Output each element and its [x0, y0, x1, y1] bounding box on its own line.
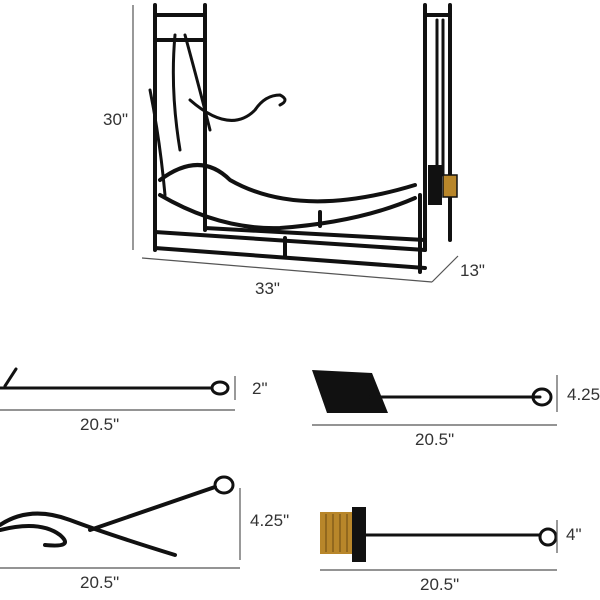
poker-length-label: 20.5": [80, 415, 119, 434]
rack-hanging-tools-left: [148, 33, 212, 197]
rack-hanging-tools-right: [428, 18, 458, 205]
shovel-height-label: 4.25": [567, 385, 600, 404]
rack-cradle: [158, 163, 417, 231]
rack-height-dimension: 30": [103, 5, 134, 250]
rack-height-label: 30": [103, 110, 128, 129]
tongs-tool: 4.25" 20.5": [0, 475, 289, 592]
rack-scroll-hook: [188, 93, 287, 122]
rack-depth-label: 13": [460, 261, 485, 280]
rack-width-dimension: 33": [141, 257, 433, 298]
shovel-tool: 4.25" 20.5": [312, 370, 600, 449]
brush-head: [352, 507, 366, 562]
poker-height-label: 2": [252, 379, 268, 398]
tongs-length-label: 20.5": [80, 573, 119, 592]
brush-length-label: 20.5": [420, 575, 459, 594]
rack-depth-dimension: 13": [431, 255, 485, 283]
shovel-blade: [312, 370, 388, 413]
brush-height-label: 4": [566, 525, 582, 544]
rack-base-frame: [153, 193, 427, 274]
poker-tool: 2" 20.5": [0, 367, 268, 434]
brush-tool: 4" 20.5": [320, 507, 582, 594]
tongs-height-label: 4.25": [250, 511, 289, 530]
rack-back-frame: [153, 3, 452, 252]
shovel-length-label: 20.5": [415, 430, 454, 449]
rack-width-label: 33": [255, 279, 280, 298]
log-rack: 30" 33" 13": [103, 3, 485, 298]
